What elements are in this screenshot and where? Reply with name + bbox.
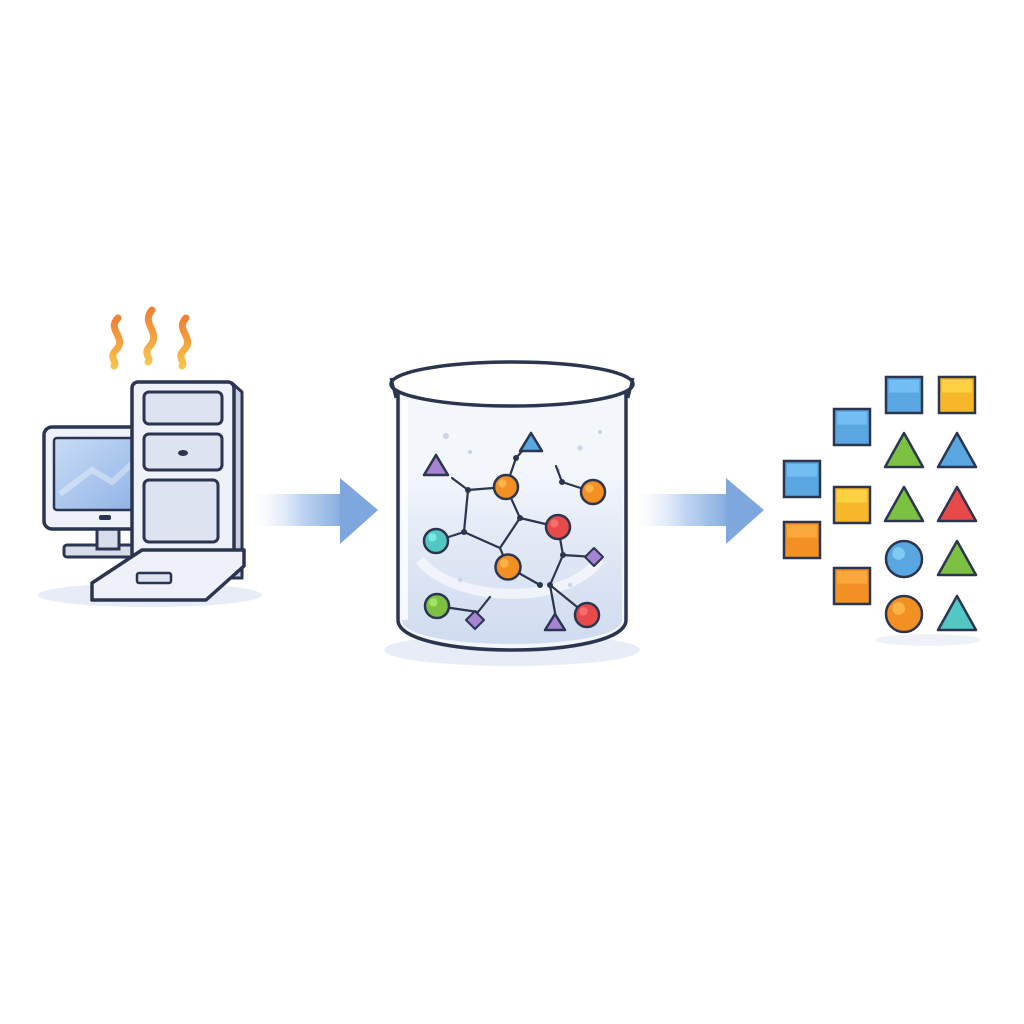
molecule-nodes	[422, 431, 607, 632]
output-shape-circle	[884, 594, 924, 634]
output-shape-square	[832, 566, 872, 606]
output-shape-square	[782, 459, 822, 499]
output-shape-triangle	[936, 594, 978, 632]
computer-icon	[38, 306, 262, 607]
output-shape-square	[832, 485, 872, 525]
arrow-right-icon	[246, 478, 378, 544]
output-shape-triangle	[936, 485, 978, 523]
output-shape-square	[937, 375, 977, 415]
molecule-node	[492, 473, 520, 501]
output-shape-triangle	[936, 431, 978, 469]
molecule-node	[494, 553, 522, 581]
molecule-node	[543, 612, 567, 632]
molecule-node	[465, 610, 485, 630]
molecule-node	[422, 527, 450, 555]
output-shape-triangle	[883, 431, 925, 469]
beaker-icon	[384, 360, 640, 666]
arrow-right-icon	[628, 478, 764, 544]
output-shape-triangle	[936, 539, 978, 577]
sorted-shapes-grid	[782, 375, 980, 646]
molecule-node	[579, 478, 607, 506]
molecule-node	[544, 513, 572, 541]
output-shape-circle	[884, 539, 924, 579]
molecule-node	[573, 601, 601, 629]
output-shape-square	[782, 520, 822, 560]
molecule-node	[423, 592, 451, 620]
molecule-node	[584, 547, 604, 567]
heat-waves-icon	[109, 306, 192, 370]
output-shape-triangle	[883, 485, 925, 523]
output-shape-square	[832, 407, 872, 447]
output-shape-square	[884, 375, 924, 415]
molecule-node	[518, 431, 544, 453]
molecule-node	[422, 453, 450, 477]
